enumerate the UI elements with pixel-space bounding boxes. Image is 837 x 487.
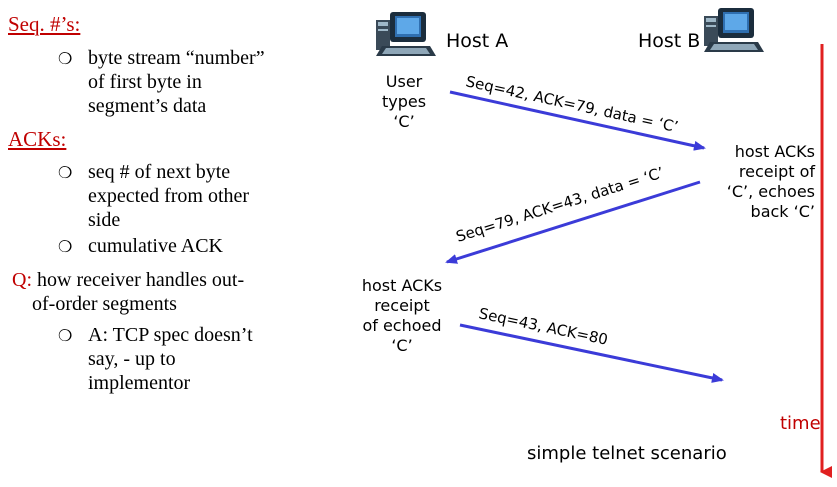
- message-label-1: Seq=42, ACK=79, data = ‘C’: [464, 72, 680, 136]
- ack-bullet-line: expected from other: [88, 185, 250, 207]
- question: Q: how receiver handles out- of-order se…: [12, 268, 322, 316]
- note-line: ‘C’: [391, 336, 413, 355]
- seq-bullet: ❍ byte stream “number” of first byte in …: [58, 46, 265, 118]
- bullet-circle-icon: ❍: [58, 328, 73, 345]
- question-line: of-order segments: [32, 293, 177, 315]
- answer-bullet: ❍ A: TCP spec doesn’t say, - up to imple…: [58, 323, 253, 395]
- time-label: time: [780, 413, 821, 434]
- ack-bullet-next-byte: ❍ seq # of next byte expected from other…: [58, 160, 250, 232]
- bullet-circle-icon: ❍: [58, 51, 73, 68]
- host-a-label: Host A: [446, 30, 509, 52]
- note-line: ‘C’: [393, 112, 415, 131]
- ack-bullet-line: seq # of next byte: [88, 161, 231, 183]
- note-line: receipt of: [738, 162, 815, 181]
- acks-heading: ACKs:: [8, 127, 67, 151]
- note-line: User: [385, 72, 423, 91]
- bullet-circle-icon: ❍: [58, 239, 73, 256]
- computer-icon-host-b: [704, 8, 764, 52]
- ack-bullet-line: cumulative ACK: [88, 235, 223, 257]
- message-arrow-1: [449, 90, 706, 151]
- message-arrow-2: [445, 180, 701, 264]
- answer-line: say, - up to: [88, 348, 176, 370]
- ack-bullet-cumulative: ❍ cumulative ACK: [58, 234, 223, 258]
- answer-line: A: TCP spec doesn’t: [88, 324, 253, 346]
- host-b-note: host ACKs receipt of ‘C’, echoes back ‘C…: [703, 142, 815, 222]
- question-label: Q:: [12, 269, 32, 291]
- note-line: host ACKs: [734, 142, 815, 161]
- note-line: types: [381, 92, 427, 111]
- host-b-label: Host B: [638, 30, 701, 52]
- note-line: ‘C’, echoes: [726, 182, 815, 201]
- question-text: how receiver handles out-: [32, 269, 245, 291]
- diagram-caption: simple telnet scenario: [527, 443, 727, 464]
- question-line: Q: how receiver handles out-: [12, 268, 322, 292]
- host-a-note: host ACKs receipt of echoed ‘C’: [352, 276, 452, 356]
- message-arrow-3: [459, 323, 724, 383]
- note-line: receipt: [374, 296, 430, 315]
- seq-heading: Seq. #’s:: [8, 12, 81, 36]
- seq-bullet-line: of first byte in: [88, 71, 202, 93]
- bullet-circle-icon: ❍: [58, 165, 73, 182]
- note-line: back ‘C’: [750, 202, 815, 221]
- note-line: of echoed: [362, 316, 442, 335]
- user-types-note: User types ‘C’: [366, 72, 442, 132]
- ack-bullet-line: side: [88, 209, 121, 231]
- computer-icon-host-a: [376, 12, 436, 56]
- notes-panel: Seq. #’s: ❍ byte stream “number” of firs…: [0, 0, 330, 487]
- message-label-2: Seq=79, ACK=43, data = ‘C’: [454, 163, 666, 245]
- seq-bullet-line: byte stream “number”: [88, 47, 265, 69]
- note-line: host ACKs: [361, 276, 443, 295]
- seq-bullet-line: segment’s data: [88, 95, 207, 117]
- answer-line: implementor: [88, 372, 191, 394]
